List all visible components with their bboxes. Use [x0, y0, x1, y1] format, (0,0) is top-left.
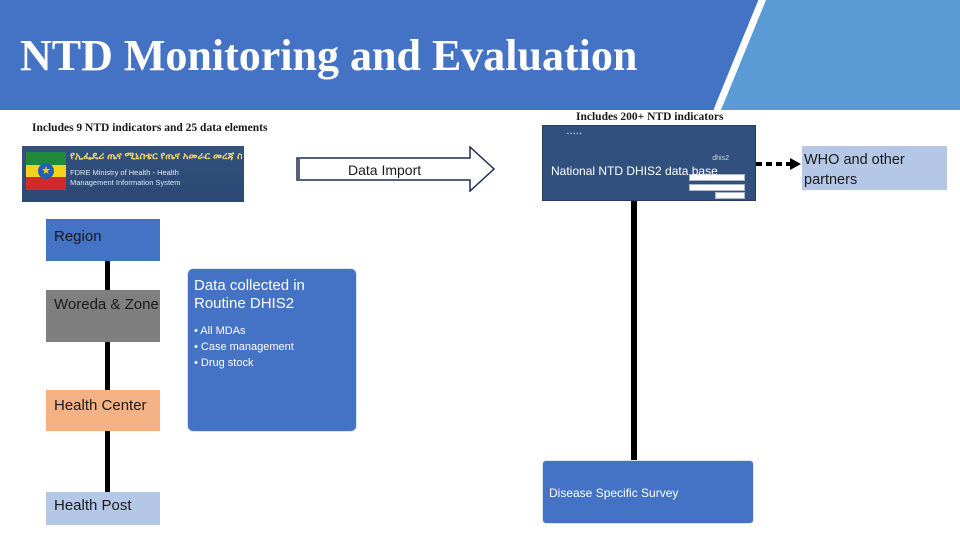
dhis-login-button [715, 192, 745, 199]
dhis-login-field [689, 184, 745, 191]
national-dhis2-box: ▪ ▪ ▪ ▪ ▪ dhis2 National NTD DHIS2 data … [542, 125, 756, 201]
connector-line [631, 201, 637, 460]
routine-box-title: Data collected in Routine DHIS2 [194, 277, 305, 312]
dashed-arrow [756, 158, 801, 170]
data-import-arrow [296, 146, 496, 192]
list-item: • All MDAs [194, 325, 246, 337]
page-title: NTD Monitoring and Evaluation [20, 31, 638, 80]
ethiopia-flag-icon: ★ [26, 152, 66, 190]
dhis-header-text: ▪ ▪ ▪ ▪ ▪ [567, 131, 582, 137]
data-import-label: Data Import [348, 162, 422, 178]
level-woreda-zone: Woreda & Zone [46, 290, 160, 342]
routine-box-list: • All MDAs • Case management • Drug stoc… [194, 323, 350, 371]
dhis-box-label: National NTD DHIS2 data base [551, 164, 718, 178]
hmis-logo-english: FDRE Ministry of Health - Health Managem… [70, 168, 181, 187]
header-background [0, 0, 960, 110]
connector-line [105, 342, 110, 390]
list-item: • Case management [194, 341, 294, 353]
connector-line [105, 431, 110, 492]
level-health-post: Health Post [46, 492, 160, 525]
list-item: • Drug stock [194, 357, 254, 369]
survey-label: Disease Specific Survey [549, 486, 679, 500]
note-right: Includes 200+ NTD indicators [576, 111, 724, 123]
note-left: Includes 9 NTD indicators and 25 data el… [32, 122, 268, 134]
level-health-center: Health Center [46, 390, 160, 431]
disease-survey-box: Disease Specific Survey [542, 460, 754, 524]
dhis2-logo: dhis2 [712, 155, 729, 162]
hmis-logo-amharic: የኢፌዴሪ ጤና ሚኒስቴር የጤና አመራር መረጃ ስርዓት [70, 151, 242, 162]
level-region: Region [46, 219, 160, 261]
connector-line [105, 261, 110, 290]
header-band: NTD Monitoring and Evaluation [0, 0, 960, 110]
dhis-login-field [689, 174, 745, 181]
partners-box: WHO and other partners [802, 146, 947, 190]
hmis-logo: ★ የኢፌዴሪ ጤና ሚኒስቴር የጤና አመራር መረጃ ስርዓት FDRE … [22, 146, 244, 202]
routine-dhis2-box: Data collected in Routine DHIS2 • All MD… [187, 268, 357, 432]
